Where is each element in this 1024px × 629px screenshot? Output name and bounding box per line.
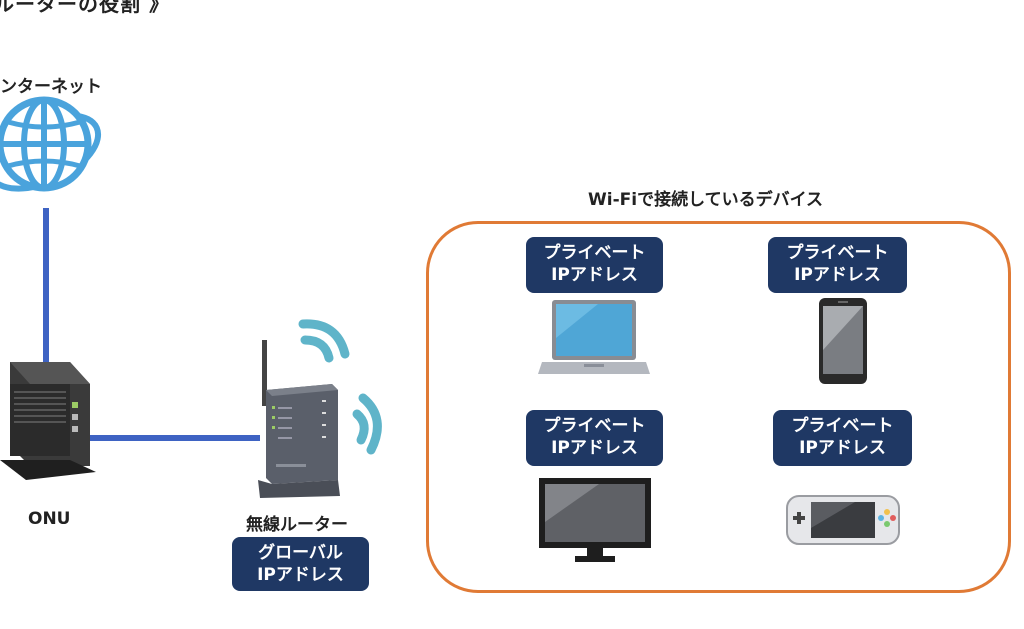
smartphone-icon — [819, 298, 867, 384]
internet-onu-connector — [43, 208, 49, 364]
tv-ip-badge-line1: プライベート — [543, 416, 646, 436]
wifi-devices-frame — [426, 221, 1011, 593]
game-ip-badge-line2: IPアドレス — [799, 438, 886, 458]
router-ip-badge-line2: IPアドレス — [257, 565, 344, 585]
router-ip-badge: グローバル IPアドレス — [232, 537, 369, 591]
onu-device-icon — [0, 362, 96, 480]
television-icon — [539, 478, 651, 562]
globe-icon — [0, 96, 102, 192]
onu-label: ONU — [28, 509, 71, 529]
smartphone-ip-badge: プライベート IPアドレス — [768, 237, 907, 293]
tv-ip-badge: プライベート IPアドレス — [526, 410, 663, 466]
router-ip-badge-line1: グローバル — [258, 543, 343, 563]
smartphone-ip-badge-line1: プライベート — [786, 243, 889, 263]
router-label: 無線ルーター — [246, 515, 348, 535]
handheld-game-console-icon — [786, 495, 900, 545]
tv-ip-badge-line2: IPアドレス — [551, 438, 638, 458]
wifi-group-label: Wi-Fiで接続しているデバイス — [588, 190, 824, 210]
onu-router-connector — [90, 435, 260, 441]
wifi-waves-icon — [298, 319, 382, 455]
laptop-ip-badge-line2: IPアドレス — [551, 265, 638, 285]
laptop-ip-badge-line1: プライベート — [543, 243, 646, 263]
page-title: ルーターの役割 》 — [0, 0, 170, 16]
internet-label: ンターネット — [0, 77, 102, 97]
laptop-ip-badge: プライベート IPアドレス — [526, 237, 663, 293]
laptop-icon — [538, 300, 650, 374]
game-ip-badge-line1: プライベート — [791, 416, 894, 436]
smartphone-ip-badge-line2: IPアドレス — [794, 265, 881, 285]
game-ip-badge: プライベート IPアドレス — [773, 410, 912, 466]
wireless-router-icon — [258, 340, 340, 498]
